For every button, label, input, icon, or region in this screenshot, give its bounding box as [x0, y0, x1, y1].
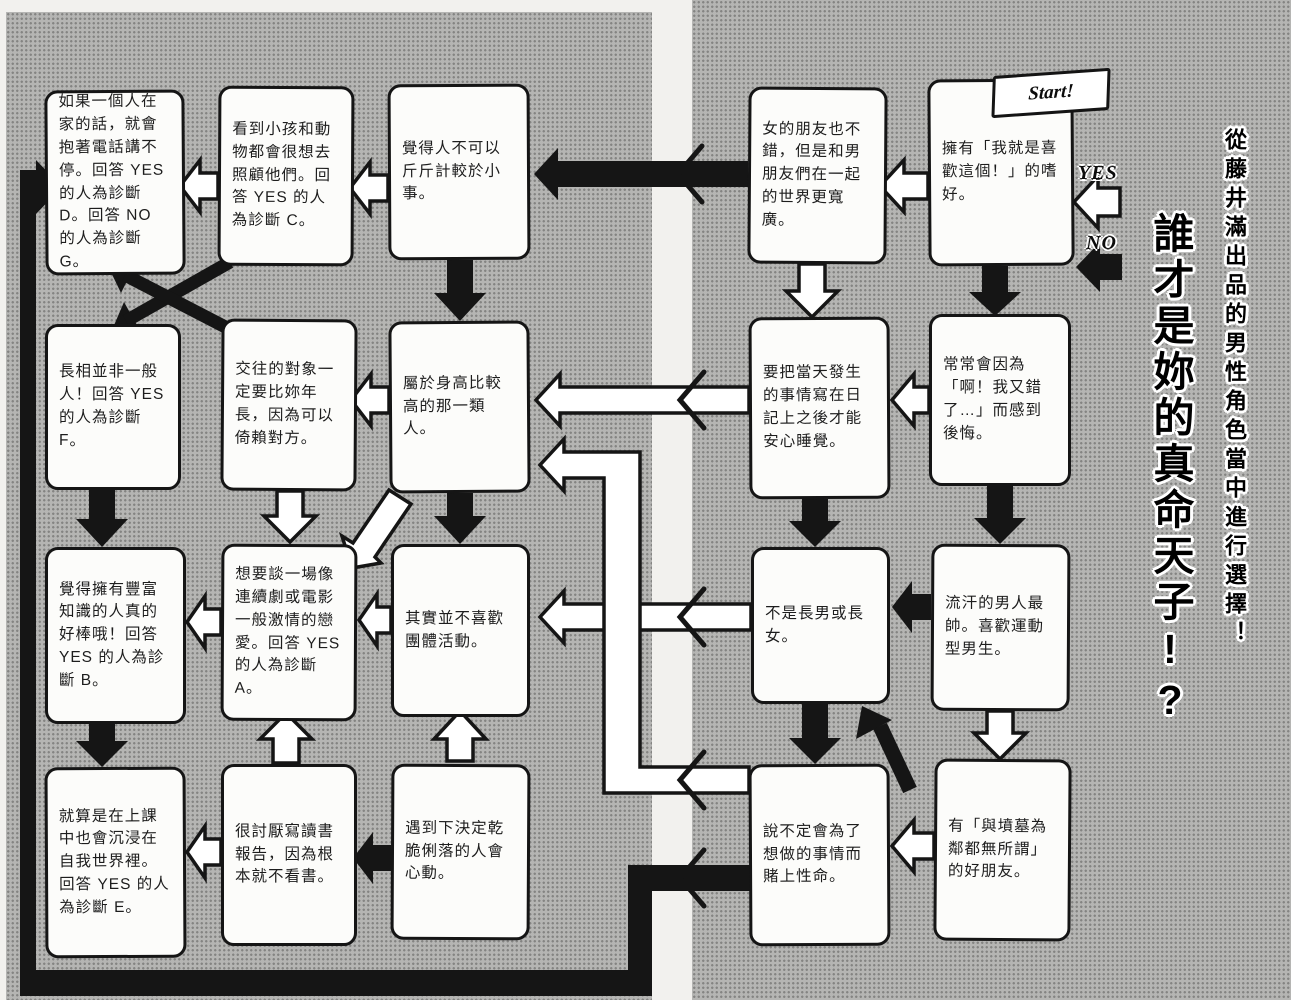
- start-ribbon: Start!: [991, 67, 1111, 119]
- yes-legend-label: YES: [1078, 162, 1118, 184]
- start-label: Start!: [1027, 80, 1075, 105]
- flow-box-text: 想要談一場像連續劇或電影一般激情的戀愛。回答 YES 的人為診斷 A。: [234, 565, 341, 697]
- flow-box-phone: 如果一個人在家的話，就會抱著電話講不停。回答 YES 的人為診斷 D。回答 NO…: [44, 89, 186, 276]
- flow-box-text: 女的朋友也不錯，但是和男朋友們在一起的世界更寬廣。: [761, 120, 862, 229]
- flow-box-groups: 其實並不喜歡團體活動。: [391, 544, 530, 717]
- flow-box-text: 看到小孩和動物都會很想去照顧他們。回答 YES 的人為診斷 C。: [231, 120, 332, 230]
- flow-box-regret: 常常會因為「啊！我又錯了…」而感到後悔。: [929, 314, 1071, 486]
- flow-box-text: 覺得擁有豐富知識的人真的好棒哦！回答 YES 的人為診斷 B。: [59, 580, 165, 689]
- flow-box-friends: 女的朋友也不錯，但是和男朋友們在一起的世界更寬廣。: [747, 86, 888, 265]
- flow-box-text: 有「與墳墓為鄰都無所謂」的好朋友。: [947, 817, 1048, 881]
- flow-box-grave: 有「與墳墓為鄰都無所謂」的好朋友。: [933, 758, 1072, 942]
- flow-box-diary: 要把當天發生的事情寫在日記上之後才能安心睡覺。: [748, 316, 891, 500]
- yes-arrow: [177, 154, 1122, 884]
- flow-box-older: 交往的對象一定要比妳年長，因為可以倚賴對方。: [220, 318, 358, 492]
- flow-box-text: 遇到下決定乾脆俐落的人會心動。: [404, 819, 505, 883]
- flow-box-sweat: 流汗的男人最帥。喜歡運動型男生。: [930, 543, 1071, 712]
- flow-box-text: 覺得人不可以斤斤計較於小事。: [401, 139, 502, 203]
- page-subtitle: 從藤井滿出品的男性角色當中進行選擇！: [1222, 128, 1247, 650]
- flow-box-text: 擁有「我就是喜歡這個！」的嗜好。: [941, 139, 1058, 204]
- flow-box-text: 說不定會為了想做的事情而賭上性命。: [762, 822, 863, 886]
- flow-box-knowledge: 覺得擁有豐富知識的人真的好棒哦！回答 YES 的人為診斷 B。: [45, 547, 186, 724]
- no-legend-label: NO: [1086, 232, 1117, 254]
- flow-box-text: 常常會因為「啊！我又錯了…」而感到後悔。: [943, 356, 1043, 442]
- flow-box-tall: 屬於身高比較高的那一類人。: [388, 320, 531, 494]
- flow-box-text: 流汗的男人最帥。喜歡運動型男生。: [944, 595, 1045, 658]
- flow-box-text: 要把當天發生的事情寫在日記上之後才能安心睡覺。: [762, 364, 863, 451]
- flow-box-risk: 說不定會為了想做的事情而賭上性命。: [748, 763, 891, 947]
- flow-box-decisive: 遇到下決定乾脆俐落的人會心動。: [390, 763, 531, 941]
- flow-box-text: 其實並不喜歡團體活動。: [405, 609, 505, 650]
- flow-box-text: 就算是在上課中也會沉浸在自我世界裡。回答 YES 的人為診斷 E。: [58, 807, 170, 916]
- flow-box-drama: 想要談一場像連續劇或電影一般激情的戀愛。回答 YES 的人為診斷 A。: [220, 543, 358, 722]
- flow-box-text: 很討厭寫讀書報告，因為根本就不看書。: [235, 822, 335, 886]
- flow-box-children: 看到小孩和動物都會很想去照顧他們。回答 YES 的人為診斷 C。: [217, 85, 355, 267]
- flow-box-text: 不是長男或長女。: [765, 604, 865, 645]
- flow-box-eldest: 不是長男或長女。: [751, 547, 890, 704]
- flow-box-text: 長相並非一般人！回答 YES 的人為診斷 F。: [59, 363, 165, 449]
- no-arrow-lines: [122, 256, 917, 794]
- flow-box-text: 屬於身高比較高的那一類人。: [402, 374, 502, 438]
- flow-box-daydream: 就算是在上課中也會沉浸在自我世界裡。回答 YES 的人為診斷 E。: [44, 766, 187, 959]
- flow-box-trifles: 覺得人不可以斤斤計較於小事。: [387, 83, 531, 261]
- flow-box-looks: 長相並非一般人！回答 YES 的人為診斷 F。: [45, 324, 181, 490]
- flow-box-text: 如果一個人在家的話，就會抱著電話講不停。回答 YES 的人為診斷 D。回答 NO…: [58, 93, 165, 271]
- page-title: 誰才是妳的真命天子!?: [1147, 212, 1193, 728]
- gutter-chevrons: [674, 143, 707, 909]
- no-arrow: [20, 148, 1122, 996]
- flow-box-text: 交往的對象一定要比妳年長，因為可以倚賴對方。: [234, 361, 335, 447]
- flow-box-reports: 很討厭寫讀書報告，因為根本就不看書。: [221, 764, 357, 946]
